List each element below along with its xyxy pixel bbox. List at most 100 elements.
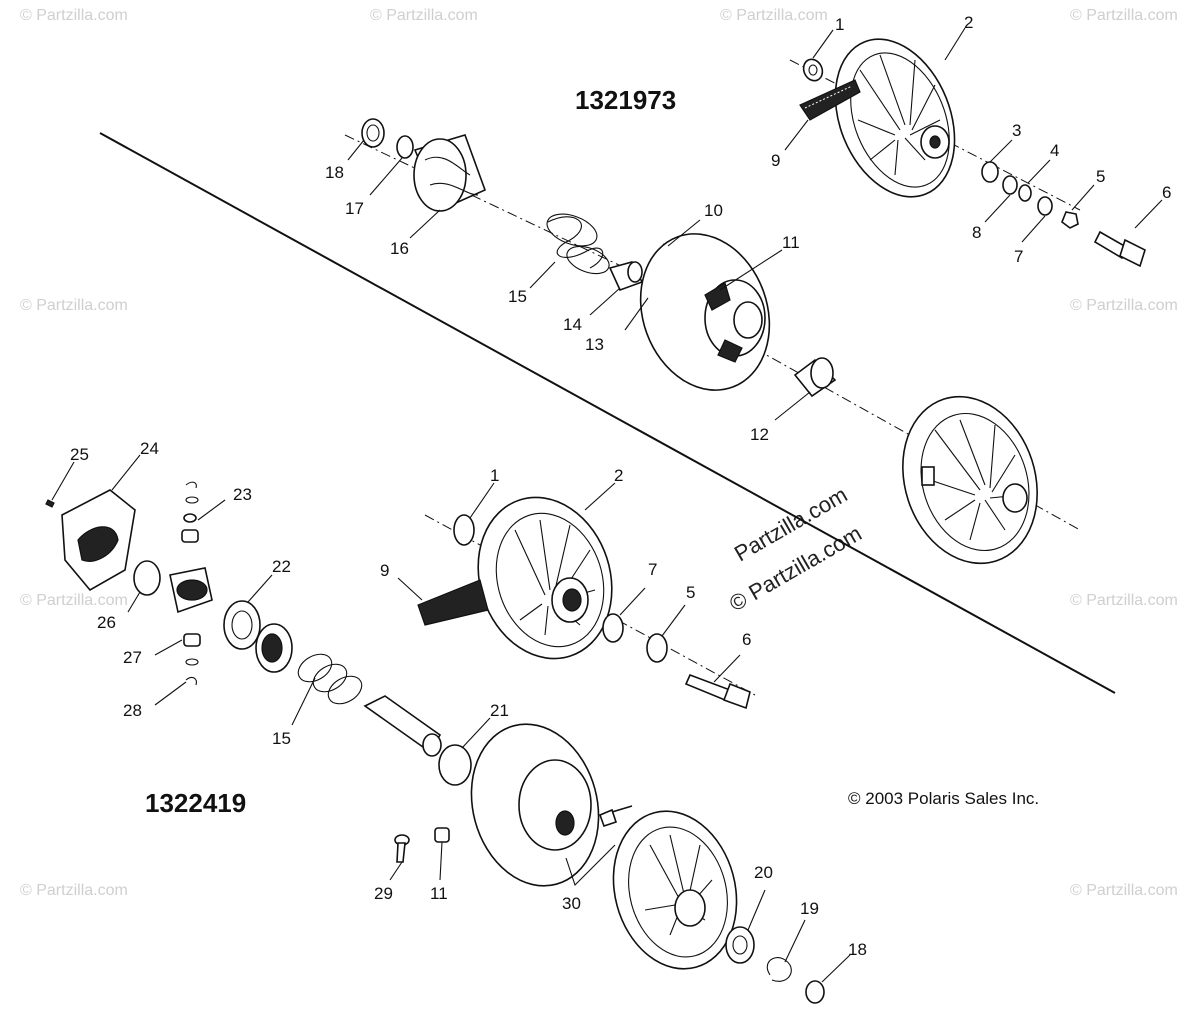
leader-line bbox=[469, 482, 495, 519]
leader-line bbox=[619, 587, 646, 616]
part-7-washer-lower bbox=[602, 613, 624, 643]
leader-line bbox=[154, 681, 187, 706]
clutch-shaft bbox=[363, 695, 442, 757]
leader-line bbox=[989, 139, 1013, 163]
part-3-washer bbox=[981, 161, 999, 183]
callout-18: 18 bbox=[325, 163, 344, 182]
part-24-cover bbox=[61, 489, 136, 592]
callout-13: 13 bbox=[585, 335, 604, 354]
part-12-bearing bbox=[793, 357, 837, 398]
callout-19: 19 bbox=[800, 899, 819, 918]
part-1-washer bbox=[802, 58, 824, 82]
part-21-o-ring bbox=[438, 744, 472, 786]
part-9-drive-belt bbox=[799, 79, 861, 121]
pin-hardware bbox=[598, 805, 633, 828]
part-28-washer bbox=[185, 658, 199, 666]
leader-line bbox=[661, 604, 686, 637]
part-23-hardware-stack bbox=[181, 481, 199, 543]
callout-1: 1 bbox=[835, 15, 844, 34]
part-28-clip bbox=[185, 676, 197, 686]
assembly-number-lower: 1322419 bbox=[145, 788, 246, 818]
part-26-ring bbox=[133, 560, 161, 596]
upper-assembly: 1 2 3 4 5 6 7 8 9 10 11 12 13 14 15 16 1… bbox=[325, 13, 1171, 565]
lower-movable-sheave bbox=[470, 723, 600, 887]
assembly-number-upper: 1321973 bbox=[575, 85, 676, 115]
part-19-snap-ring bbox=[766, 957, 792, 982]
part-11-movable-sheave bbox=[639, 233, 771, 391]
callout-3: 3 bbox=[1012, 121, 1021, 140]
part-16-helix-cam bbox=[413, 134, 487, 212]
leader-line bbox=[154, 639, 183, 656]
leader-line bbox=[461, 717, 491, 749]
callout-6: 6 bbox=[742, 630, 751, 649]
spider-assembly bbox=[169, 567, 213, 614]
part-1-ring-lower bbox=[453, 514, 475, 546]
callout-11: 11 bbox=[782, 233, 800, 252]
watermark-text: © Partzilla.com bbox=[20, 592, 128, 609]
leader-line bbox=[747, 889, 766, 931]
callout-15: 15 bbox=[508, 287, 527, 306]
part-8-washer bbox=[1002, 175, 1018, 195]
callout-11: 11 bbox=[430, 884, 448, 903]
part-9-belt-lower bbox=[417, 579, 489, 626]
callout-16: 16 bbox=[390, 239, 409, 258]
watermark-text: © Partzilla.com bbox=[20, 297, 128, 314]
part-2-sheave-lower bbox=[477, 496, 613, 660]
part-25-screw bbox=[45, 499, 55, 508]
callout-7: 7 bbox=[648, 560, 657, 579]
leader-line bbox=[821, 954, 851, 983]
watermark-text: © Partzilla.com bbox=[1070, 592, 1178, 609]
part-7-washer bbox=[1037, 196, 1053, 216]
callout-22: 22 bbox=[272, 557, 291, 576]
leader-line bbox=[713, 654, 741, 683]
part-5-washer-lower bbox=[646, 633, 668, 663]
leader-line bbox=[719, 249, 783, 291]
leader-line bbox=[1071, 184, 1095, 211]
part-29-bolt bbox=[394, 834, 410, 863]
callout-5: 5 bbox=[686, 583, 695, 602]
callout-28: 28 bbox=[123, 701, 142, 720]
leader-line bbox=[291, 677, 316, 726]
callout-10: 10 bbox=[704, 201, 723, 220]
callout-21: 21 bbox=[490, 701, 509, 720]
leader-line bbox=[984, 194, 1011, 223]
leader-line bbox=[247, 574, 273, 603]
callout-18: 18 bbox=[848, 940, 867, 959]
lower-fixed-sheave bbox=[612, 810, 738, 970]
watermark-text: © Partzilla.com bbox=[720, 7, 828, 24]
section-divider bbox=[99, 132, 1116, 694]
callout-26: 26 bbox=[97, 613, 116, 632]
part-27-nut bbox=[183, 633, 201, 647]
callout-14: 14 bbox=[563, 315, 582, 334]
part-6-bolt-lower bbox=[684, 673, 751, 710]
leader-line bbox=[589, 287, 621, 316]
part-6-bolt bbox=[1093, 230, 1146, 268]
callout-20: 20 bbox=[754, 863, 773, 882]
callout-5: 5 bbox=[1096, 167, 1105, 186]
callout-7: 7 bbox=[1014, 247, 1023, 266]
driven-sheave bbox=[902, 395, 1038, 565]
leader-line bbox=[1134, 199, 1163, 229]
lower-assembly: 1 2 9 7 5 6 23 24 25 26 27 28 22 15 21 2… bbox=[45, 439, 867, 1004]
leader-line bbox=[389, 861, 403, 881]
callout-9: 9 bbox=[771, 151, 780, 170]
leader-line bbox=[1027, 159, 1051, 184]
spring-cup bbox=[255, 623, 293, 673]
callout-17: 17 bbox=[345, 199, 364, 218]
leader-line bbox=[784, 119, 809, 151]
part-15-spring-lower bbox=[297, 653, 363, 705]
callout-4: 4 bbox=[1050, 141, 1059, 160]
leader-line bbox=[347, 139, 365, 161]
part-4-washer bbox=[1018, 184, 1032, 202]
callout-6: 6 bbox=[1162, 183, 1171, 202]
callout-27: 27 bbox=[123, 648, 142, 667]
leader-line bbox=[944, 27, 966, 61]
leader-line bbox=[369, 157, 403, 196]
leader-line bbox=[584, 482, 616, 511]
callout-8: 8 bbox=[972, 223, 981, 242]
watermark-text: © Partzilla.com bbox=[1070, 882, 1178, 899]
callout-12: 12 bbox=[750, 425, 769, 444]
callout-24: 24 bbox=[140, 439, 159, 458]
part-14-bushing bbox=[608, 261, 644, 292]
callout-15: 15 bbox=[272, 729, 291, 748]
